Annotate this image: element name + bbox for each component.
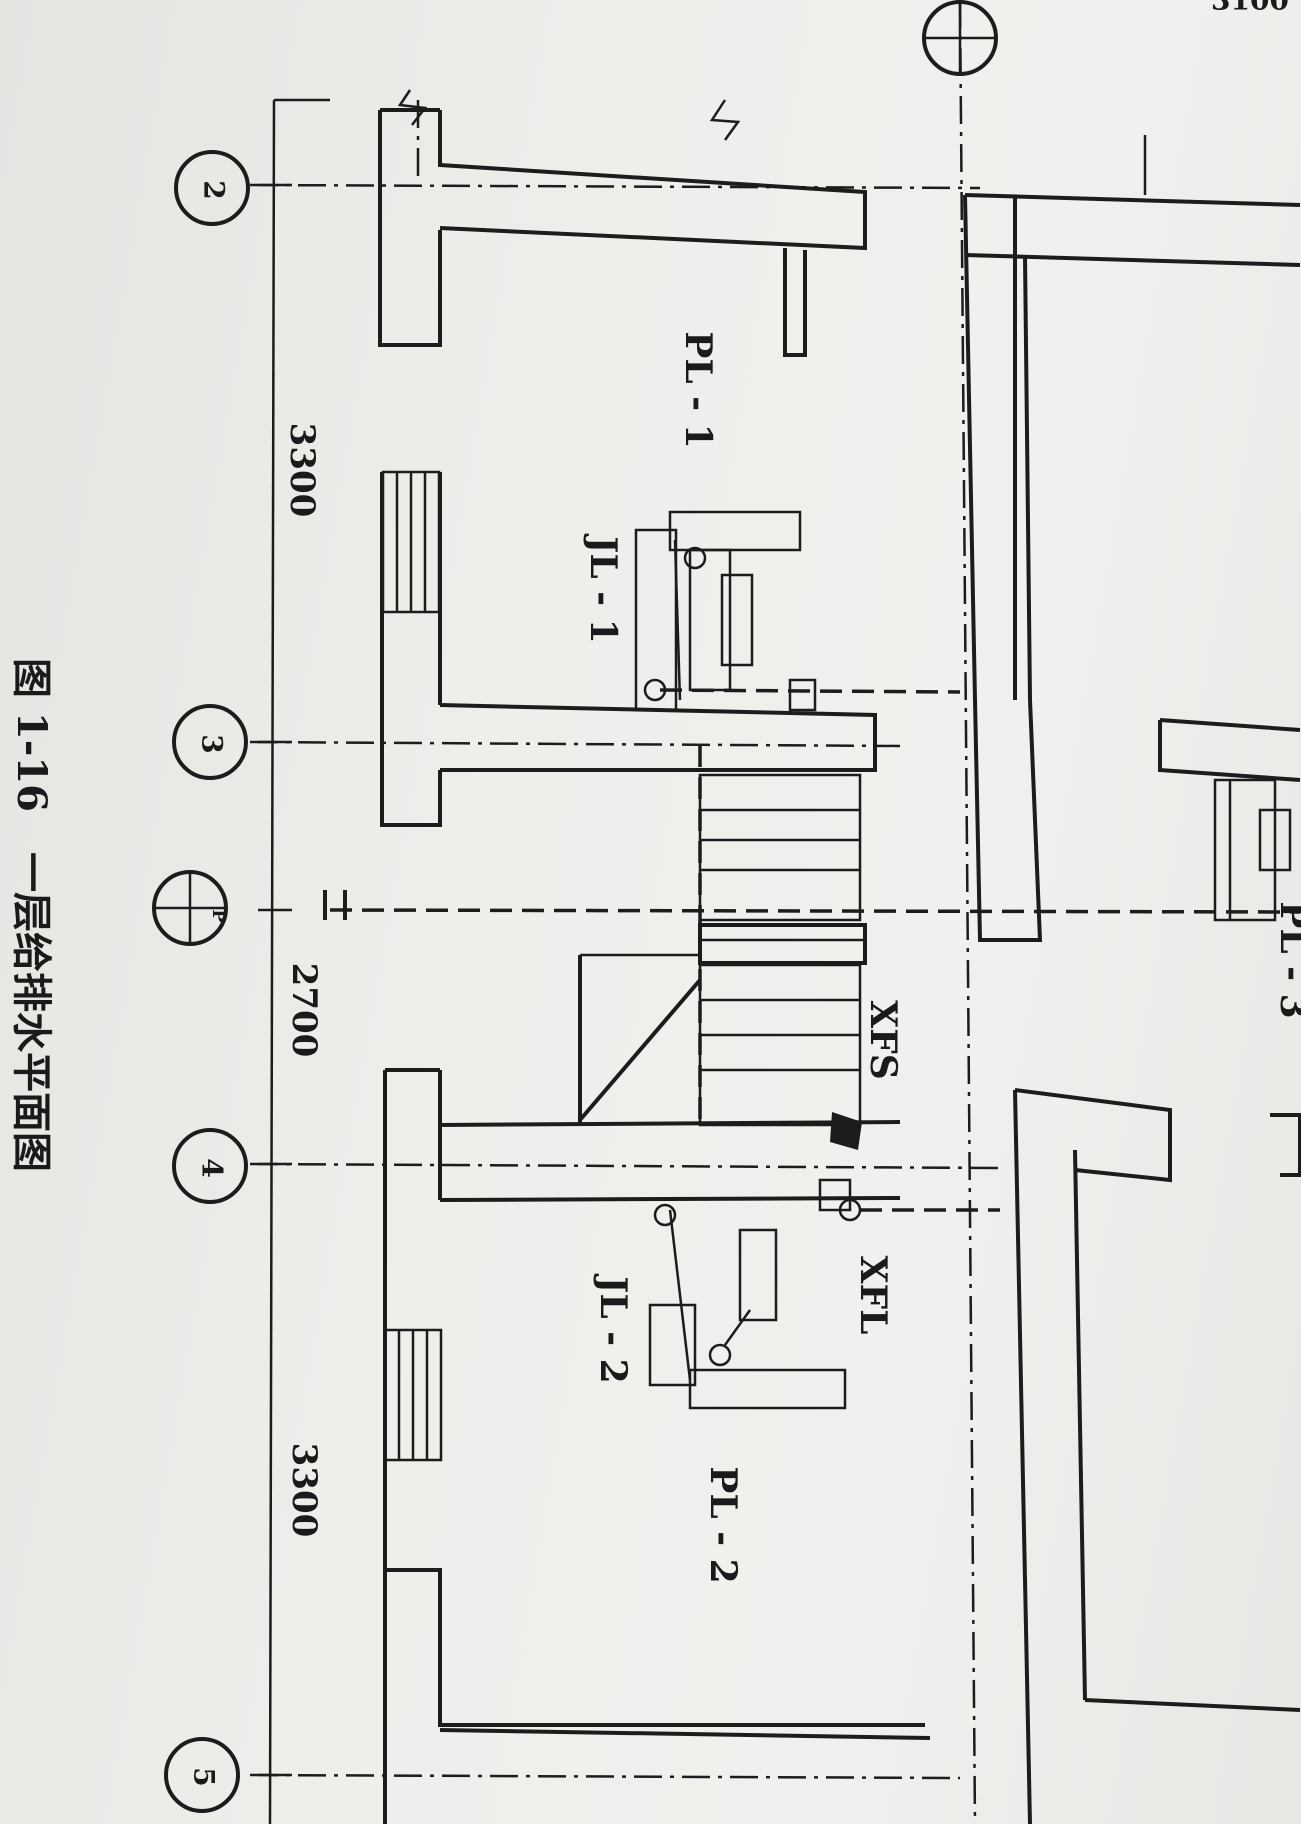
axis-line-4 [249,1162,1001,1170]
walls [378,108,1301,1824]
axis-line-3 [249,740,901,748]
label-pl-2: PL - 2 [702,1466,744,1583]
top-edge-dimension: 3100 [1211,0,1289,17]
axis-label-4: 4 [196,1158,229,1177]
dimension-line [268,99,276,1824]
axis-label-5: 5 [188,1767,221,1786]
axis-line-vertical [958,0,977,1824]
figure-caption: 图 1-16 一层给排水平面图 [0,615,70,1215]
axis-line-2 [249,183,981,190]
axis-label-p: P [208,909,229,923]
xfs-marker [830,1112,862,1150]
fixtures [634,510,1292,1410]
label-jl-1: JL - 1 [582,533,624,643]
dimension-4-5: 3300 [284,1443,324,1538]
axis-bubble-p: P [152,870,229,946]
axis-label-3: 3 [196,734,229,753]
figure-number: 图 1-16 [8,657,55,813]
axis-bubble-top [922,0,998,76]
axis-line-5 [249,1773,961,1780]
dimension-2-3: 3300 [282,423,322,518]
label-jl-2: JL - 2 [592,1273,634,1383]
label-pl-1: PL - 1 [677,331,719,448]
dimension-3-4: 2700 [284,963,324,1058]
label-pl-3: PL - 3 [1272,901,1301,1018]
stair [578,745,867,1127]
axis-bubble-5: 5 [164,1737,240,1813]
break-marks [323,89,1147,920]
figure-title: 一层给排水平面图 [8,852,55,1173]
axis-bubble-4: 4 [172,1128,248,1204]
axis-line-p [329,908,1301,914]
axis-label-2: 2 [198,180,231,199]
label-xfl: XFL [852,1256,894,1335]
label-xfs: XFS [862,1000,904,1080]
axis-bubble-3: 3 [172,704,248,780]
axis-bubble-2: 2 [174,150,250,226]
